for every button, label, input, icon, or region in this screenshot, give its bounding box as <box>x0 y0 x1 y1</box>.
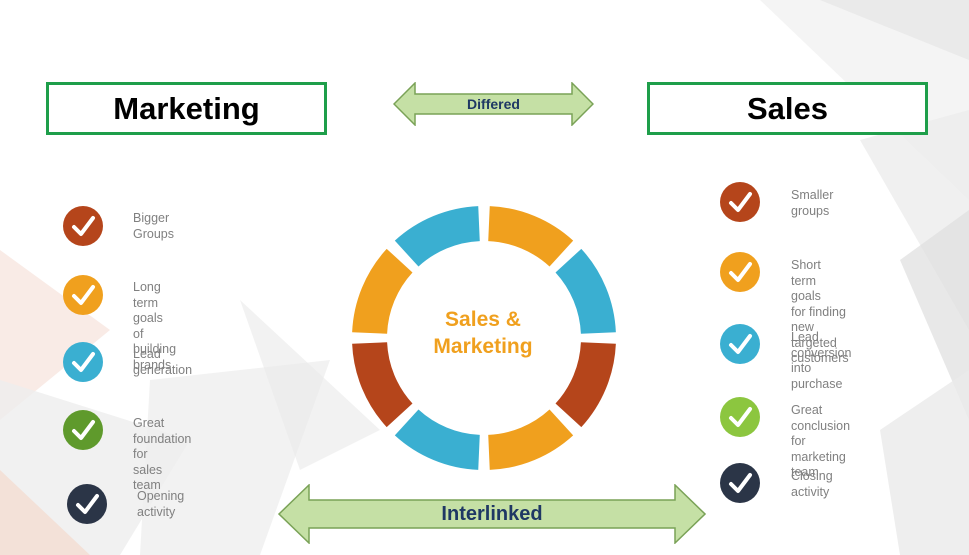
sales-item-text: Short term goals for finding new targete… <box>791 258 849 365</box>
check-icon <box>63 410 103 450</box>
wheel-segment <box>352 342 413 428</box>
wheel-segment <box>555 342 616 428</box>
wheel-segment <box>394 409 480 470</box>
sales-item-text: Lead conversion into purchase <box>791 330 852 391</box>
marketing-item-text: Bigger Groups <box>133 211 174 241</box>
wheel-segment <box>555 248 616 334</box>
wheel-segment <box>394 206 480 267</box>
wheel-segment <box>488 206 574 267</box>
center-label: Sales & Marketing <box>433 308 533 358</box>
differed-label: Differed <box>467 96 520 112</box>
marketing-item-text: Great foundation for sales team <box>133 416 192 492</box>
sales-title-box: Sales <box>647 82 928 135</box>
check-icon <box>720 463 760 503</box>
sales-item-text: Smaller groups <box>791 188 834 218</box>
check-icon <box>720 397 760 437</box>
marketing-item-text: Lead generation <box>133 347 193 377</box>
wheel-segment <box>488 409 574 470</box>
check-icon <box>720 252 760 292</box>
marketing-title: Marketing <box>113 90 260 126</box>
check-icon <box>67 484 107 524</box>
check-icon <box>63 342 103 382</box>
sales-title: Sales <box>746 90 828 126</box>
differed-arrow <box>393 82 594 126</box>
marketing-item-text: Long term goals of building brands <box>133 280 177 372</box>
wheel-segment <box>352 248 413 334</box>
sales-marketing-wheel <box>352 206 616 470</box>
interlinked-label: Interlinked <box>441 502 543 525</box>
check-icon <box>63 275 103 315</box>
marketing-title-box: Marketing <box>46 82 327 135</box>
sales-item-text: Closing activity <box>791 469 833 499</box>
sales-item-text: Great conclusion for marketing team <box>791 403 851 479</box>
check-icon <box>720 324 760 364</box>
check-icon <box>720 182 760 222</box>
check-icon <box>63 206 103 246</box>
interlinked-arrow <box>278 484 706 544</box>
marketing-item-text: Opening activity <box>137 489 185 519</box>
